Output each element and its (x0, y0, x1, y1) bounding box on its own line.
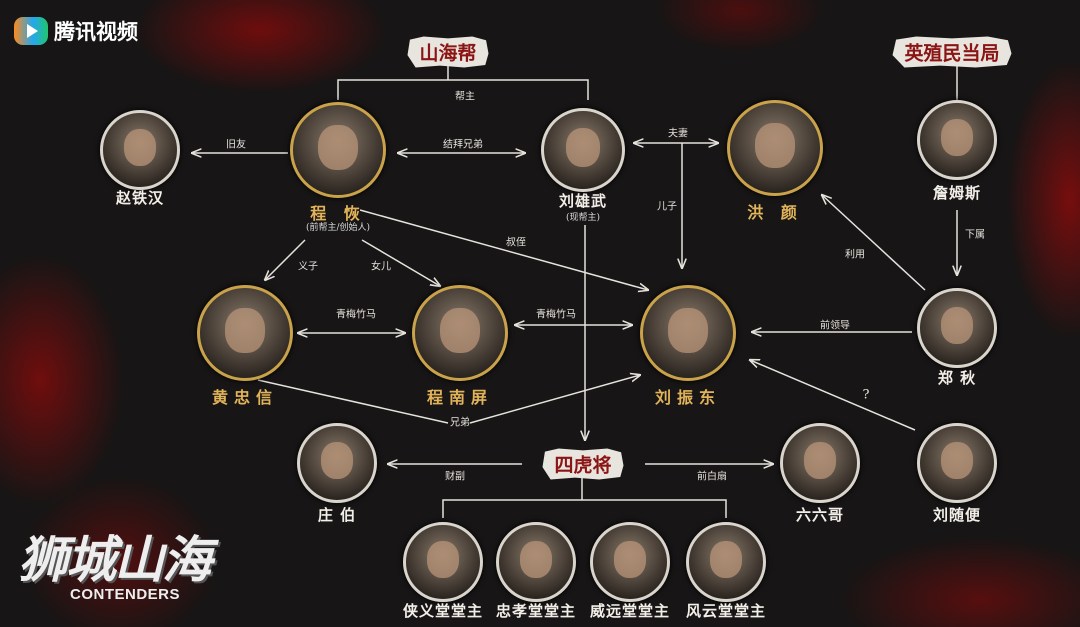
face-image (709, 541, 743, 579)
line-tigers-bracket (442, 478, 727, 518)
show-title-en: CONTENDERS (70, 586, 181, 603)
portrait-liuliu[interactable] (780, 423, 860, 503)
group-tag-tigers: 四虎将 (542, 448, 624, 480)
portrait-cheng-nanping[interactable] (412, 285, 508, 381)
relation-label: 旧友 (226, 139, 246, 151)
face-image (565, 128, 601, 168)
logo-text: 腾讯视频 (54, 20, 138, 44)
portrait-zhuang-bo[interactable] (297, 423, 377, 503)
line-shanhai-bracket (337, 66, 589, 100)
character-name: 风云堂堂主 (685, 602, 767, 620)
relation-label: 下属 (965, 229, 985, 241)
face-image (519, 541, 553, 579)
face-image (940, 442, 974, 480)
face-image (225, 307, 265, 353)
character-note: (现帮主) (565, 213, 601, 223)
relation-label: 前领导 (820, 320, 850, 332)
relation-label: 前白扇 (697, 471, 727, 483)
character-name: 刘雄武 (558, 192, 608, 210)
play-icon (14, 17, 48, 45)
relation-label: 结拜兄弟 (443, 139, 483, 151)
portrait-huang[interactable] (197, 285, 293, 381)
face-image (803, 442, 837, 480)
relation-label: 青梅竹马 (536, 309, 576, 321)
face-image (320, 442, 354, 480)
relation-label: 帮主 (455, 91, 475, 103)
face-image (123, 129, 157, 167)
character-note: (前帮主/创始人) (305, 223, 371, 233)
portrait-fengyun[interactable] (686, 522, 766, 602)
portrait-xiayi[interactable] (403, 522, 483, 602)
portrait-zhongxiao[interactable] (496, 522, 576, 602)
relation-label: 利用 (845, 249, 865, 261)
relation-label: 女儿 (371, 261, 391, 273)
line-liyong (822, 195, 926, 291)
portrait-hong-yan[interactable] (727, 100, 823, 196)
portrait-liu-suibian[interactable] (917, 423, 997, 503)
group-tag-shanhai: 山海帮 (407, 36, 489, 68)
character-name: 威远堂堂主 (589, 602, 671, 620)
group-tag-colonial: 英殖民当局 (892, 36, 1012, 68)
face-image (613, 541, 647, 579)
relation-label: ? (862, 387, 870, 403)
character-name: 刘振东 (654, 388, 722, 407)
character-name: 六六哥 (795, 506, 845, 524)
line-unknown (750, 360, 916, 431)
character-name: 忠孝堂堂主 (495, 602, 577, 620)
face-image (426, 541, 460, 579)
face-image (940, 119, 974, 157)
relation-label: 儿子 (657, 201, 677, 213)
portrait-zheng-qiu[interactable] (917, 288, 997, 368)
relation-label: 夫妻 (668, 128, 688, 140)
relation-label: 财副 (445, 471, 465, 483)
show-title-logo: 狮城山海 CONTENDERS (18, 520, 212, 603)
character-name: 赵铁汉 (115, 189, 165, 207)
face-image (668, 307, 708, 353)
portrait-weiyuan[interactable] (590, 522, 670, 602)
face-image (940, 307, 974, 345)
relation-label: 青梅竹马 (336, 309, 376, 321)
portrait-james[interactable] (917, 100, 997, 180)
character-name: 庄 伯 (317, 506, 357, 524)
line-yizi (265, 239, 306, 280)
character-name: 詹姆斯 (932, 184, 982, 202)
character-name: 郑 秋 (937, 369, 977, 387)
portrait-liu-xiongwu[interactable] (541, 108, 625, 192)
line-shuzhi (359, 209, 648, 290)
relation-label: 兄弟 (450, 417, 470, 429)
portrait-zhao[interactable] (100, 110, 180, 190)
face-image (755, 122, 795, 168)
character-name: 洪 颜 (747, 203, 803, 222)
relation-label: 义子 (298, 261, 318, 273)
line-xiongdi (257, 375, 640, 424)
face-image (318, 124, 358, 170)
character-name: 程 恢 (310, 204, 366, 223)
character-name: 程南屏 (426, 388, 494, 407)
character-name: 刘随便 (932, 506, 982, 524)
relation-label: 叔侄 (506, 237, 526, 249)
line-nver (361, 239, 440, 286)
portrait-cheng-hui[interactable] (290, 102, 386, 198)
character-name: 侠义堂堂主 (402, 602, 484, 620)
portrait-liu-zhendong[interactable] (640, 285, 736, 381)
show-title-cn: 狮城山海 (18, 530, 212, 589)
face-image (440, 307, 480, 353)
character-name: 黄忠信 (211, 388, 279, 407)
tencent-video-logo: 腾讯视频 (14, 16, 138, 46)
